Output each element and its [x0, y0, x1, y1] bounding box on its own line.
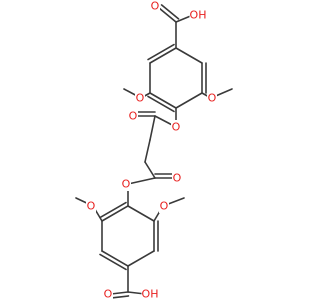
bond-top-ring-double: [147, 95, 175, 113]
bond-bottom-ring: [101, 250, 129, 267]
bond-top-ring: [175, 92, 203, 109]
top-carbonyl-oxygen-label-background: [128, 109, 138, 123]
top-right-methoxy-oxygen-label: O: [208, 92, 217, 105]
bottom-acid-hydroxyl-label-background: [141, 287, 159, 300]
top-acid-hydroxyl-label: OH: [190, 9, 207, 22]
top-right-methoxy-oxygen-label-background: [207, 91, 217, 105]
top-ester-oxygen-label: O: [172, 121, 181, 134]
top-left-methoxy-oxygen-label-background: [135, 91, 145, 105]
bond-top-ring: [149, 92, 177, 109]
bottom-acid-oxygen-label: O: [104, 288, 113, 300]
bond-bottom-ring: [127, 250, 155, 267]
bottom-ester-oxygen-label: O: [122, 178, 131, 191]
bond-chain: [149, 115, 156, 141]
bond-bottom-acid-o: [110, 291, 129, 295]
bond-bottom-acid-o-double: [110, 295, 130, 299]
bond-bottom-ring-double: [99, 253, 127, 271]
top-left-methoxy-oxygen-label: O: [136, 92, 145, 105]
bond-top-ring: [175, 47, 203, 64]
bond-chain: [144, 161, 156, 179]
bond-bottom-ester-c: [127, 177, 156, 185]
bond-bottom-ring: [127, 205, 155, 222]
bond-top-ring-double: [147, 43, 175, 61]
top-acid-oxygen-label-background: [150, 0, 160, 13]
bond-bottom-ring: [101, 205, 129, 222]
bottom-carbonyl-oxygen-label: O: [173, 172, 182, 185]
bond-top-acid-o: [158, 7, 177, 23]
bottom-right-methoxy-oxygen-label: O: [160, 200, 169, 213]
bond-layer: [75, 4, 233, 299]
bond-bottom-ring-double: [99, 201, 127, 219]
bottom-ester-oxygen-label-background: [121, 177, 131, 191]
bottom-acid-hydroxyl-label: OH: [142, 288, 159, 300]
bottom-left-methoxy-oxygen-label-background: [86, 199, 96, 213]
bottom-right-methoxy-oxygen-label-background: [159, 199, 169, 213]
bottom-left-methoxy-oxygen-label: O: [87, 200, 96, 213]
bond-top-acid-o-double: [160, 4, 180, 20]
top-acid-hydroxyl-label-background: [189, 8, 207, 22]
top-carbonyl-oxygen-label: O: [129, 110, 138, 123]
bond-chain: [144, 139, 151, 163]
bond-top-ring: [149, 47, 177, 64]
bottom-acid-oxygen-label-background: [103, 287, 113, 300]
top-acid-oxygen-label: O: [151, 0, 160, 13]
top-ester-oxygen-label-background: [171, 120, 181, 134]
bottom-carbonyl-oxygen-label-background: [172, 171, 182, 185]
